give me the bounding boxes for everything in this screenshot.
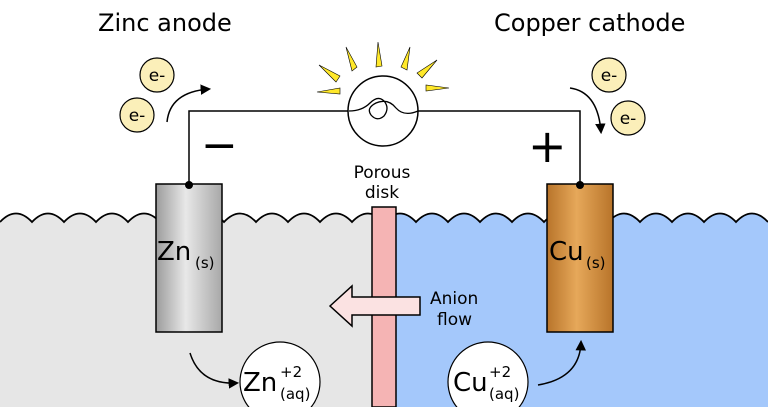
porous-label-line2: disk [365,183,399,203]
anion-label-line1: Anion [430,289,478,309]
copper-electrode-symbol: Cu [549,237,584,267]
plus-sign: + [528,119,567,173]
svg-text:e-: e- [129,106,146,126]
copper-ion-charge: +2 [489,363,511,381]
wire-cathode [418,110,581,186]
electron-anode-1: e- [139,57,175,93]
electron-cathode-1: e- [591,57,627,93]
zinc-electrode-symbol: Zn [157,237,191,267]
svg-text:e-: e- [601,66,618,86]
cathode-terminal-dot [576,181,584,189]
zinc-ion-flow-arrow [189,352,240,389]
zinc-electrode [155,183,223,333]
anion-label-line2: flow [437,310,472,330]
anode-terminal-dot [185,181,193,189]
bulb-rays [316,41,450,95]
left-arrow-icon [328,284,421,328]
zinc-ion-charge: +2 [280,363,302,381]
zinc-electrode-state: (s) [195,254,215,272]
copper-ion-flow-arrow [537,339,587,386]
copper-electrode-state: (s) [586,254,606,272]
svg-text:e-: e- [149,66,166,86]
light-bulb-icon [347,75,419,147]
zinc-ion-circle [239,341,321,407]
svg-text:e-: e- [620,109,637,129]
zinc-ion-symbol: Zn [243,368,277,398]
electron-flow-arrow-cathode [569,87,606,135]
copper-ion-circle [447,341,529,407]
anode-title: Zinc anode [98,9,232,37]
electron-anode-2: e- [119,97,155,133]
cathode-title: Copper cathode [494,9,685,37]
wire-anode [188,110,348,186]
electron-flow-arrow-anode [166,84,212,123]
copper-ion-state: (aq) [489,385,519,403]
copper-ion-symbol: Cu [453,368,488,398]
zinc-ion-state: (aq) [280,385,310,403]
porous-label-line1: Porous [354,163,411,183]
electron-cathode-2: e- [610,100,646,136]
minus-sign: − [201,120,238,171]
